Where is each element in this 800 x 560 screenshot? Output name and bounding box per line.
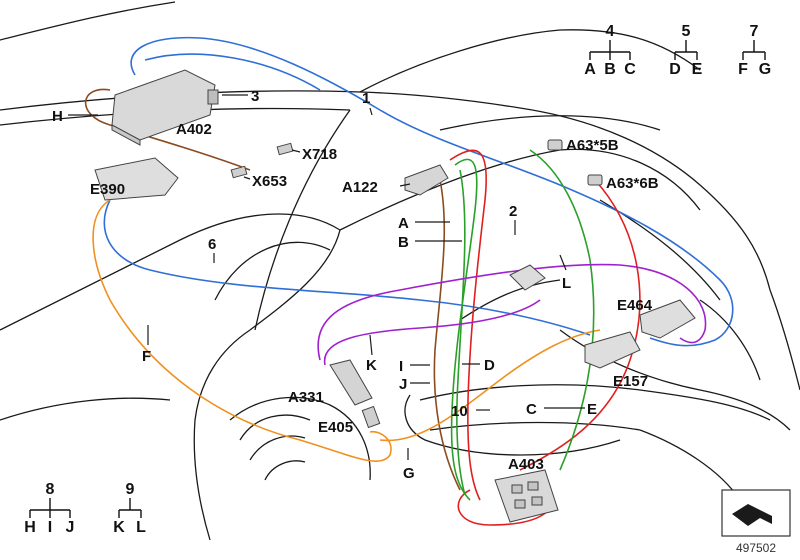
- legend-tree-root: 7: [750, 23, 759, 40]
- callout-l: L: [562, 275, 571, 292]
- reference-box: 497502: [721, 489, 791, 555]
- red-wire: [449, 149, 488, 501]
- module-center: [509, 264, 546, 291]
- blue-wire: [103, 199, 591, 336]
- car-body-outline: [0, 1, 800, 541]
- wire-set: [84, 36, 734, 526]
- module-e464: [639, 299, 696, 339]
- red-wire: [519, 179, 641, 471]
- legend-tree-child: E: [692, 61, 703, 78]
- connector-e405: [361, 405, 381, 429]
- components: [94, 69, 696, 523]
- reference-number: 497502: [736, 541, 776, 555]
- legend-tree-child: G: [759, 61, 771, 78]
- connector-x718: [276, 142, 294, 156]
- legend-tree-child: D: [669, 61, 681, 78]
- legend-tree-child: A: [584, 61, 596, 78]
- callout-e390: E390: [90, 181, 125, 198]
- module-e157: [584, 331, 641, 369]
- callout-3: 3: [251, 88, 259, 105]
- green-wire: [529, 149, 595, 471]
- connector-a63-6b: [587, 174, 603, 186]
- legend-tree-child: L: [136, 519, 146, 536]
- callout-i: I: [399, 358, 403, 375]
- legend-tree-child: B: [604, 61, 616, 78]
- callout-g: G: [403, 465, 415, 482]
- callout-a122: A122: [342, 179, 378, 196]
- module-a122: [404, 164, 449, 196]
- callout-e464: E464: [617, 297, 653, 314]
- legend-tree-root: 4: [606, 23, 615, 40]
- callout-a: A: [398, 215, 409, 232]
- callout-b: B: [398, 234, 409, 251]
- connector-a63-5b: [547, 139, 563, 151]
- legend-tree-root: 5: [682, 23, 691, 40]
- callout-10: 10: [451, 403, 468, 420]
- callout-x653: X653: [252, 173, 287, 190]
- callout-e157: E157: [613, 373, 648, 390]
- callout-a331: A331: [288, 389, 324, 406]
- legend-tree-child: J: [66, 519, 75, 536]
- callout-j: J: [399, 376, 407, 393]
- module-e390: [94, 157, 179, 201]
- brown-wire: [433, 179, 461, 491]
- orange-wire: [92, 199, 392, 462]
- orange-wire: [379, 329, 601, 442]
- callout-a63-5b: A63*5B: [566, 137, 619, 154]
- green-wire: [456, 169, 466, 496]
- leader-lines: [68, 94, 585, 460]
- callout-x718: X718: [302, 146, 337, 163]
- blue-wire: [144, 53, 321, 91]
- arrow-icon: [732, 504, 772, 526]
- module-a403: [494, 469, 559, 523]
- callout-f: F: [142, 348, 151, 365]
- legend-tree-child: I: [48, 519, 52, 536]
- callout-6: 6: [208, 236, 216, 253]
- module-a402: [111, 69, 219, 146]
- purple-wire: [317, 263, 707, 361]
- module-a331: [329, 359, 373, 406]
- callout-a63-6b: A63*6B: [606, 175, 659, 192]
- callout-a403: A403: [508, 456, 544, 473]
- callout-k: K: [366, 357, 377, 374]
- callout-1: 1: [362, 90, 370, 107]
- callout-e: E: [587, 401, 597, 418]
- legend-tree-child: F: [738, 61, 748, 78]
- callout-labels: 1 3 H A402 X718 E390 X653 A122 A63*5B A6…: [52, 88, 659, 482]
- blue-wire: [130, 36, 734, 347]
- legend-tree-child: C: [624, 61, 636, 78]
- purple-wire: [323, 299, 541, 366]
- callout-h: H: [52, 108, 63, 125]
- callout-e405: E405: [318, 419, 353, 436]
- callout-d: D: [484, 357, 495, 374]
- legend-tree-child: H: [24, 519, 36, 536]
- callout-2: 2: [509, 203, 517, 220]
- legend-tree-child: K: [113, 519, 125, 536]
- connector-x653: [230, 165, 248, 179]
- legend-tree-root: 8: [46, 481, 55, 498]
- legend-tree-root: 9: [126, 481, 135, 498]
- callout-a402: A402: [176, 121, 212, 138]
- callout-c: C: [526, 401, 537, 418]
